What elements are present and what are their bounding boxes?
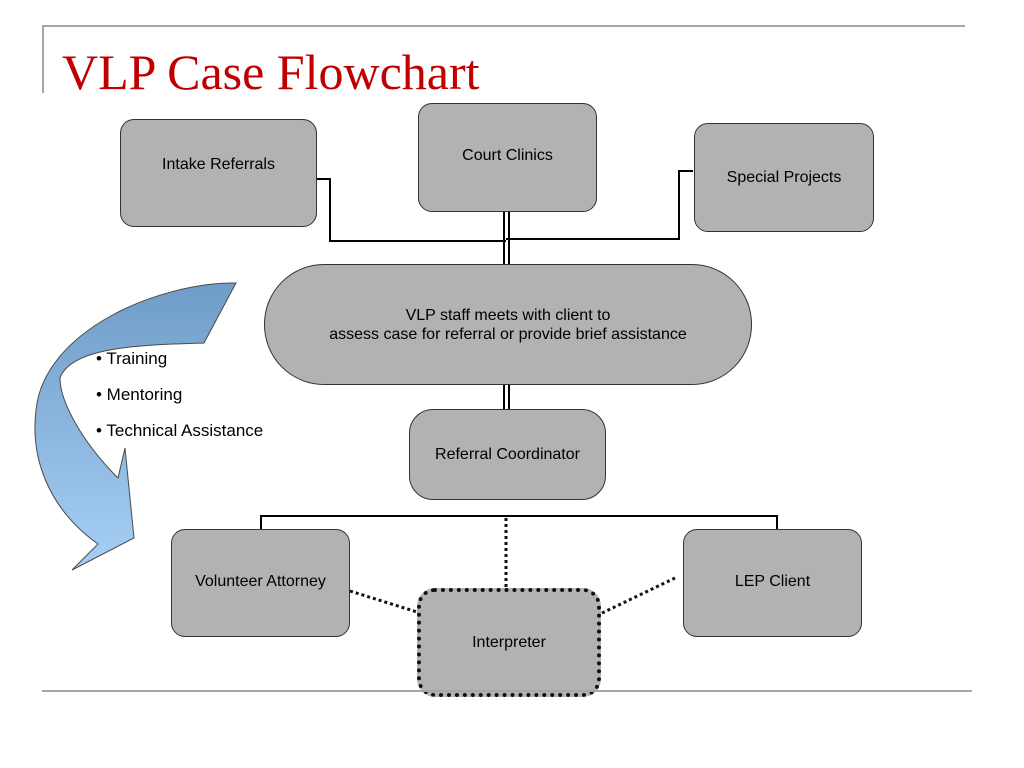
node-vlp-staff-line-2: assess case for referral or provide brie… — [329, 325, 687, 343]
node-volunteer-attorney: Volunteer Attorney — [171, 529, 350, 637]
node-special-projects: Special Projects — [694, 123, 874, 232]
node-court-clinics: Court Clinics — [418, 103, 597, 212]
node-vlp-staff-line-1: VLP staff meets with client to — [405, 306, 611, 324]
node-vlp-staff: VLP staff meets with client to assess ca… — [264, 264, 752, 385]
bullet-item: • Mentoring — [96, 385, 183, 404]
node-intake-referrals-label: Intake Referrals — [162, 155, 275, 173]
slide-frame-left-rule — [42, 25, 44, 93]
node-referral-coordinator: Referral Coordinator — [409, 409, 606, 500]
node-special-projects-label: Special Projects — [726, 169, 842, 186]
node-volunteer-attorney-label: Volunteer Attorney — [195, 572, 326, 590]
node-referral-coordinator-label: Referral Coordinator — [435, 446, 580, 463]
connector-intake-to-hub — [317, 178, 506, 242]
dotted-connector-attorney-interpreter — [349, 589, 418, 614]
slide-bottom-rule — [42, 690, 972, 692]
slide-frame-top-rule — [42, 25, 965, 27]
slide-title: VLP Case Flowchart — [62, 44, 480, 100]
node-lep-client-label: LEP Client — [734, 572, 811, 590]
connector-special-to-hub — [506, 170, 693, 240]
node-intake-referrals: Intake Referrals — [120, 119, 317, 227]
node-lep-client: LEP Client — [683, 529, 862, 637]
dotted-connector-lep-interpreter — [599, 576, 676, 616]
bullet-item: • Training — [96, 349, 168, 368]
support-bullet-list: • Training • Mentoring • Technical Assis… — [96, 348, 263, 456]
node-interpreter: Interpreter — [417, 588, 601, 697]
node-interpreter-label: Interpreter — [472, 634, 546, 651]
node-court-clinics-label: Court Clinics — [462, 147, 553, 164]
connector-coordinator-branch — [260, 515, 778, 529]
bullet-item: • Technical Assistance — [96, 421, 264, 440]
curved-arrow-icon — [34, 282, 237, 571]
